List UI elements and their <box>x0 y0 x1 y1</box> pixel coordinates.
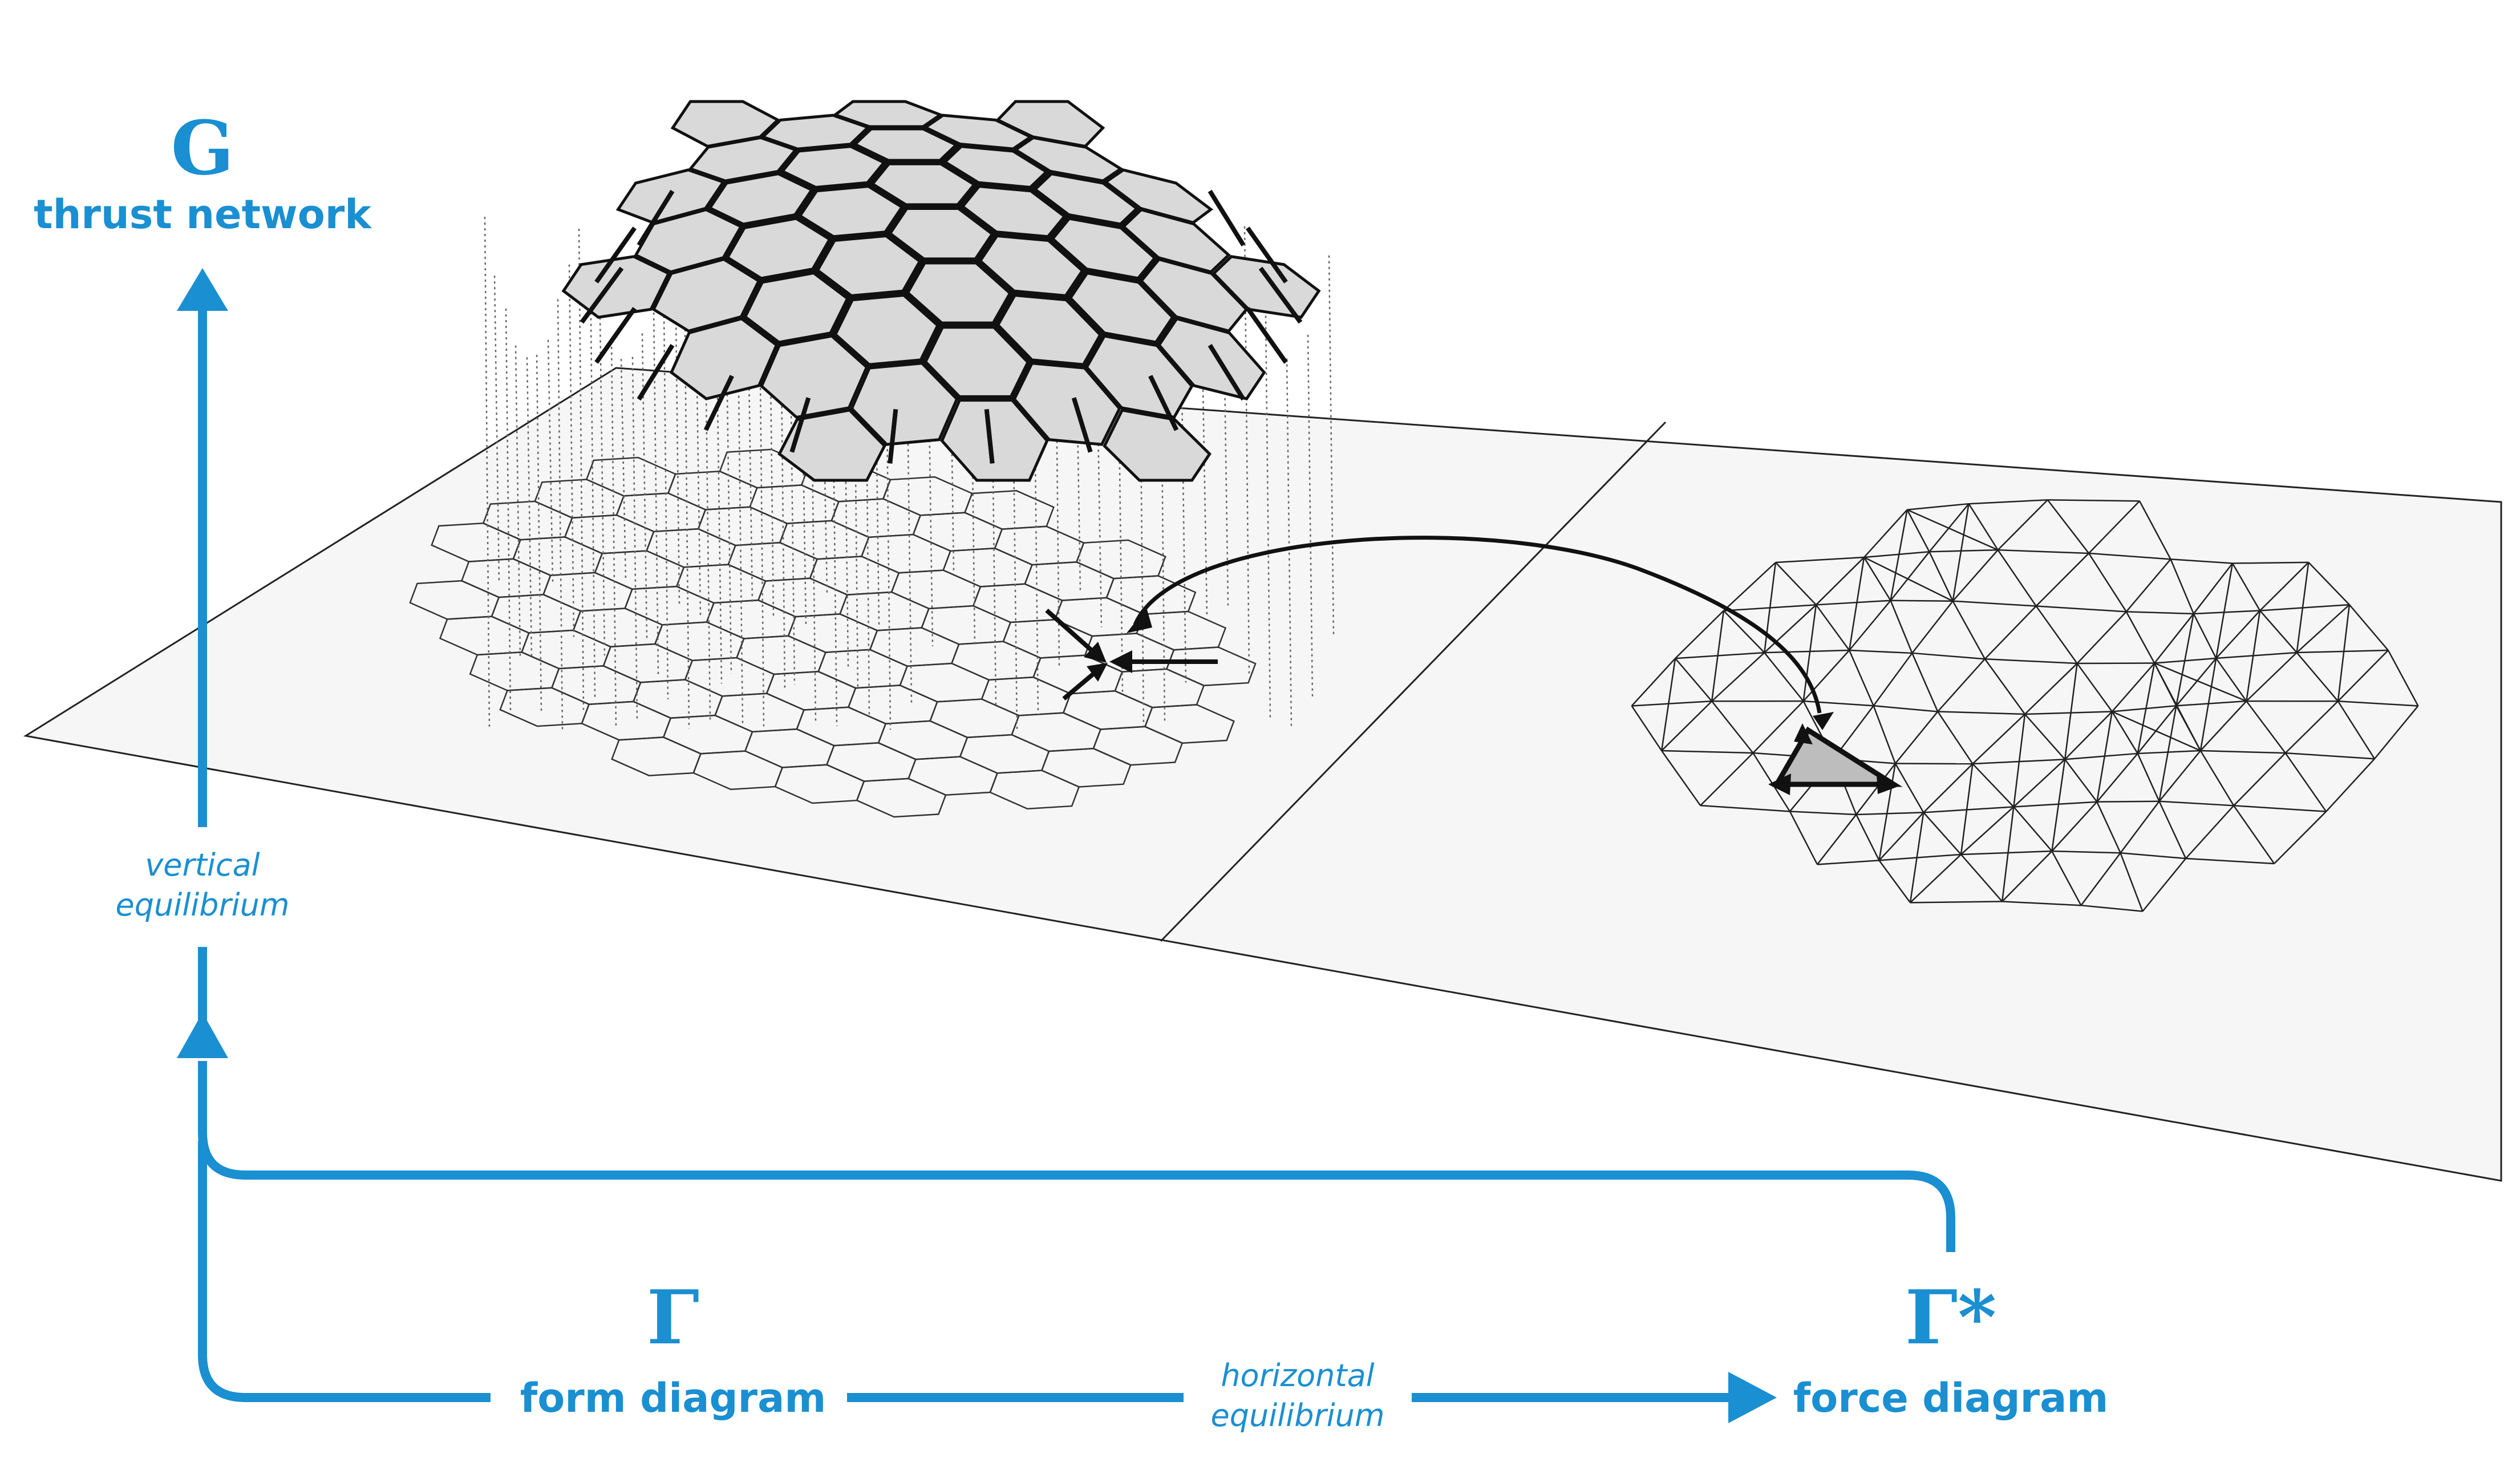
force-edge <box>2077 663 2155 664</box>
thrust-network-label: thrust network <box>34 191 372 238</box>
vertical-arrowhead-bottom <box>177 1012 228 1058</box>
thrust-network-label-group: G thrust network <box>34 104 372 238</box>
vertical-arrowhead-top <box>177 268 228 311</box>
ground-plane <box>26 368 2501 1181</box>
vertical-equilibrium-label: vertical equilibrium <box>115 847 289 923</box>
force-diagram-symbol: Γ* <box>1905 1274 1996 1361</box>
form-diagram-symbol: Γ <box>647 1274 699 1361</box>
force-edge <box>2233 562 2308 564</box>
vertical-equilibrium-line1: vertical <box>145 847 260 883</box>
horizontal-equilibrium-line1: horizontal <box>1221 1358 1374 1394</box>
thrust-network-symbol: G <box>171 104 234 192</box>
horizontal-arrowhead <box>1728 1372 1777 1423</box>
vertical-equilibrium-line2: equilibrium <box>115 887 289 923</box>
shell-support-leg <box>1247 308 1286 362</box>
form-diagram-label: form diagram <box>520 1375 827 1421</box>
horizontal-equilibrium-label: horizontal equilibrium <box>1210 1358 1384 1433</box>
force-edge <box>2097 801 2159 802</box>
form-diagram-label-group: Γ form diagram <box>520 1274 827 1421</box>
shell-support-leg <box>1210 191 1243 245</box>
force-diagram-label-group: Γ* force diagram <box>1793 1274 2109 1421</box>
horizontal-equilibrium-line2: equilibrium <box>1210 1398 1384 1433</box>
force-diagram-label: force diagram <box>1793 1375 2109 1421</box>
force-to-thrust-connector <box>202 1061 1951 1252</box>
